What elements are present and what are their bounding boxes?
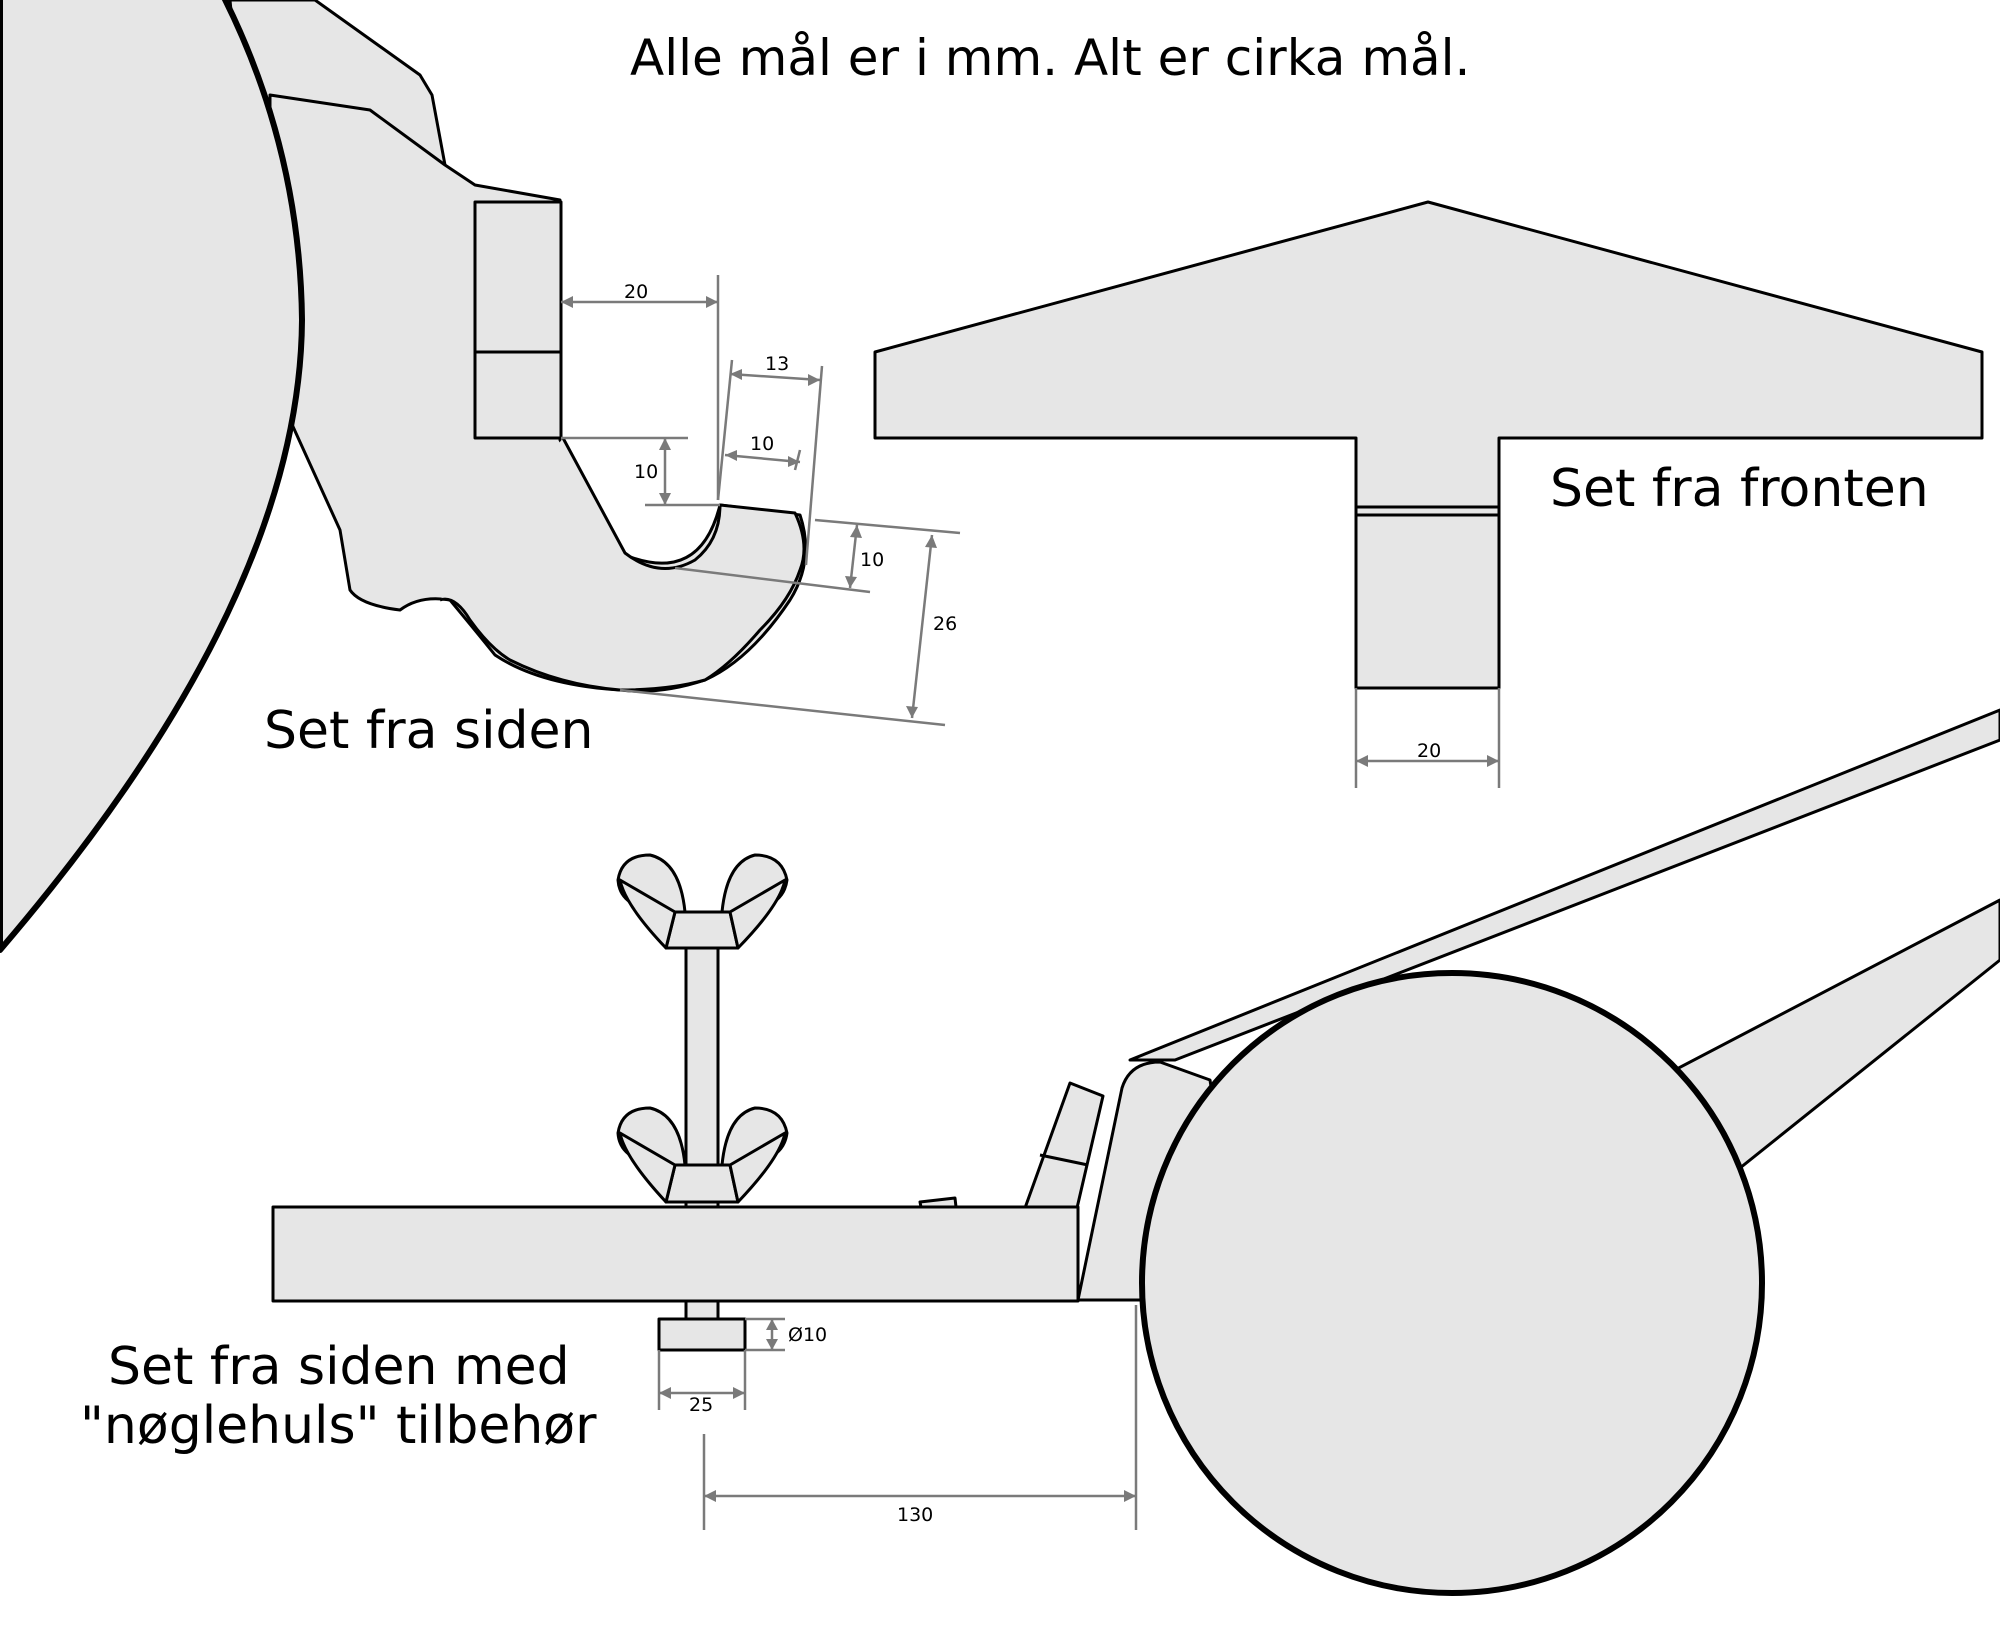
keyhole-board (271, 1205, 1080, 1303)
keyhole-handle-upper (1128, 708, 2000, 1062)
side-dim-10-inner: 10 (724, 433, 802, 471)
wing-nut-lower (616, 1106, 789, 1204)
side-dim-10-drop-label: 10 (634, 461, 658, 483)
side-dim-20: 20 (561, 275, 720, 500)
side-dim-13: 13 (716, 353, 824, 566)
side-dim-13-label: 13 (765, 353, 789, 375)
front-dim-20: 20 (1354, 688, 1501, 788)
keyhole-dim-130-label: 130 (897, 1504, 933, 1526)
side-dim-10-depth-label: 10 (860, 549, 884, 571)
keyhole-wheel (1139, 970, 1765, 1596)
front-plate (873, 200, 1984, 690)
side-dim-10-depth: 10 (674, 518, 961, 594)
keyhole-bolt-head (657, 1317, 747, 1352)
side-wheel (0, 0, 305, 953)
keyhole-dim-d10: Ø10 (745, 1317, 827, 1352)
wing-nut-upper (616, 853, 789, 950)
keyhole-view: Ø10 25 130 Set fra siden med "nøglehuls"… (80, 708, 2000, 1596)
side-dim-26-label: 26 (933, 613, 957, 635)
keyhole-dim-130: 130 (702, 1305, 1138, 1530)
side-holder-upper (473, 200, 563, 354)
side-dim-26: 26 (619, 534, 957, 727)
side-view-label: Set fra siden (264, 701, 594, 761)
keyhole-dim-d10-label: Ø10 (788, 1324, 827, 1346)
side-dim-10-drop: 10 (561, 436, 720, 507)
front-view-label: Set fra fronten (1550, 459, 1929, 519)
keyhole-dim-25-label: 25 (689, 1394, 713, 1416)
keyhole-view-label-line2: "nøglehuls" tilbehør (80, 1396, 597, 1456)
keyhole-small-block (1023, 1081, 1105, 1210)
side-view: 20 13 10 10 (0, 0, 961, 953)
side-hook (439, 437, 806, 692)
side-holder-lower (473, 350, 563, 440)
side-dim-10-inner-label: 10 (750, 433, 774, 455)
keyhole-view-label-line1: Set fra siden med (108, 1337, 570, 1397)
drawing-title: Alle mål er i mm. Alt er cirka mål. (630, 29, 1470, 87)
keyhole-bolt-neck (684, 1299, 720, 1321)
keyhole-board-notch (918, 1196, 958, 1209)
side-dim-20-label: 20 (624, 281, 648, 303)
front-view: 20 Set fra fronten (873, 200, 1984, 788)
front-dim-20-label: 20 (1417, 740, 1441, 762)
keyhole-dim-25: 25 (657, 1350, 747, 1416)
